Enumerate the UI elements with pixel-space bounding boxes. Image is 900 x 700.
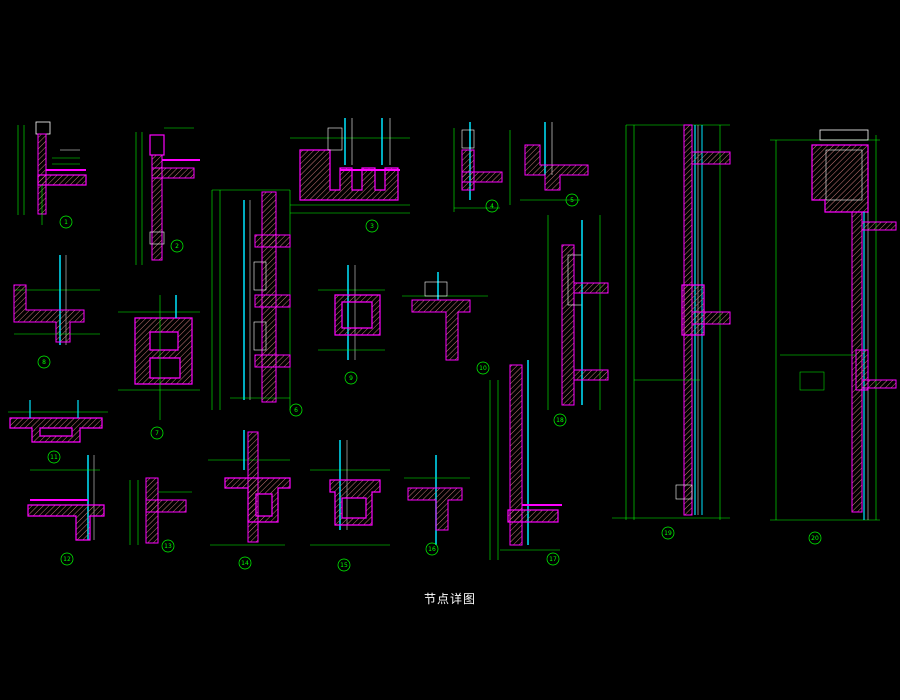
svg-text:19: 19 [664, 530, 672, 537]
svg-text:2: 2 [175, 243, 179, 250]
detail-label-11: 11 [47, 450, 61, 464]
detail-20 [770, 129, 897, 521]
detail-8 [13, 255, 100, 345]
detail-12 [27, 455, 105, 541]
detail-label-17: 17 [546, 552, 560, 566]
detail-label-14: 14 [238, 556, 252, 570]
detail-label-5: 5 [565, 193, 579, 207]
detail-10 [402, 272, 488, 361]
detail-label-2: 2 [170, 239, 184, 253]
detail-14 [208, 430, 291, 546]
svg-text:1: 1 [64, 219, 68, 226]
detail-labels: 1 2 3 4 5 6 7 8 9 10 11 12 13 14 15 16 1… [37, 193, 822, 572]
svg-text:20: 20 [811, 535, 819, 542]
svg-text:5: 5 [570, 197, 574, 204]
detail-19 [612, 124, 731, 520]
detail-6 [211, 189, 291, 410]
detail-label-20: 20 [808, 531, 822, 545]
detail-label-15: 15 [337, 558, 351, 572]
svg-text:4: 4 [490, 203, 494, 210]
detail-9 [318, 265, 385, 360]
detail-label-4: 4 [485, 199, 499, 213]
svg-text:17: 17 [549, 556, 557, 563]
svg-text:6: 6 [294, 407, 298, 414]
detail-18 [547, 215, 609, 410]
svg-text:12: 12 [63, 556, 71, 563]
detail-16 [404, 455, 470, 545]
detail-2 [135, 127, 200, 265]
detail-label-13: 13 [161, 539, 175, 553]
detail-1 [17, 121, 87, 225]
svg-text:14: 14 [241, 560, 249, 567]
detail-11 [8, 400, 108, 443]
svg-text:9: 9 [349, 375, 353, 382]
detail-label-19: 19 [661, 526, 675, 540]
detail-label-3: 3 [365, 219, 379, 233]
detail-4 [453, 122, 503, 212]
detail-15 [310, 440, 390, 546]
detail-3 [290, 118, 410, 214]
detail-label-10: 10 [476, 361, 490, 375]
detail-5 [509, 122, 589, 205]
detail-label-12: 12 [60, 552, 74, 566]
detail-label-6: 6 [289, 403, 303, 417]
detail-label-9: 9 [344, 371, 358, 385]
svg-text:3: 3 [370, 223, 374, 230]
svg-text:11: 11 [50, 454, 58, 461]
svg-text:18: 18 [556, 417, 564, 424]
detail-7 [118, 295, 200, 420]
detail-label-1: 1 [59, 215, 73, 229]
drawing-title: 节点详图 [423, 592, 476, 606]
svg-text:13: 13 [164, 543, 172, 550]
detail-label-16: 16 [425, 542, 439, 556]
svg-text:7: 7 [155, 430, 159, 437]
detail-label-18: 18 [553, 413, 567, 427]
svg-text:16: 16 [428, 546, 436, 553]
detail-label-7: 7 [150, 426, 164, 440]
svg-text:15: 15 [340, 562, 348, 569]
svg-text:10: 10 [479, 365, 487, 372]
detail-13 [129, 477, 192, 545]
detail-label-8: 8 [37, 355, 51, 369]
detail-17 [489, 360, 562, 560]
svg-text:8: 8 [42, 359, 46, 366]
